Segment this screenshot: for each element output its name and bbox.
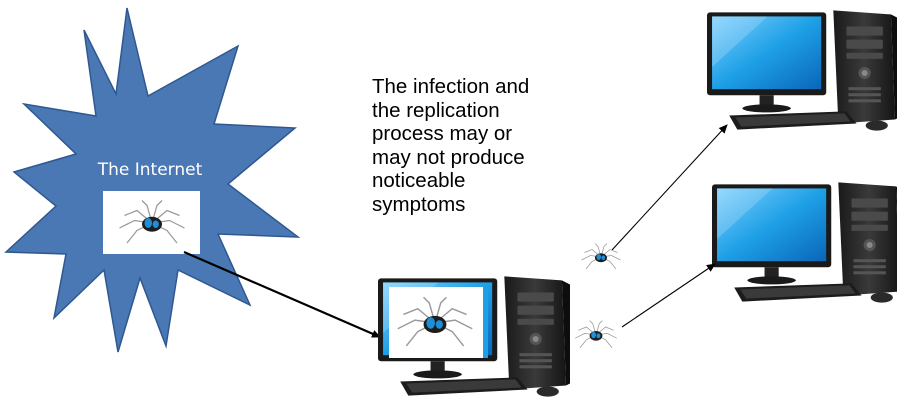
caption-line: may not produce xyxy=(372,145,525,169)
target-computer-bottom xyxy=(712,182,897,303)
caption-text: The infection and the replication proces… xyxy=(372,75,572,217)
replication-arrow-top xyxy=(611,124,728,251)
internet-label: The Internet xyxy=(97,160,203,180)
replication-arrow-bottom xyxy=(621,263,716,328)
caption-line: symptoms xyxy=(372,192,466,216)
caption-line: noticeable xyxy=(372,169,466,193)
caption-line: process may or xyxy=(372,122,513,146)
spider-bug-icon xyxy=(574,320,618,349)
infected-computer xyxy=(378,276,570,397)
caption-line: The infection and xyxy=(372,75,530,98)
caption-line: the replication xyxy=(372,98,500,122)
infection-arrow xyxy=(183,250,381,339)
internet-virus-box xyxy=(103,191,200,254)
target-computer-top xyxy=(707,10,897,131)
internet-star-shape xyxy=(4,7,301,353)
